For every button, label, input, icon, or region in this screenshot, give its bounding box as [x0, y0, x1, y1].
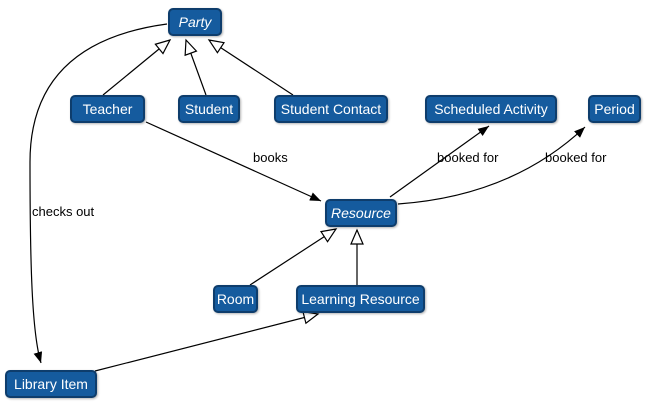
edge-party-checks-out-library-item [29, 23, 168, 364]
node-student: Student [178, 95, 240, 123]
edge-teacher-books-resource [145, 121, 322, 202]
edge-room-resource [249, 228, 338, 286]
node-room: Room [213, 285, 258, 313]
edge-library-item-learning-resource [94, 310, 320, 372]
node-period: Period [588, 95, 641, 123]
node-scheduled-activity: Scheduled Activity [425, 95, 557, 123]
edge-label-booked-for-activity: booked for [437, 150, 499, 165]
node-library-item: Library Item [5, 370, 97, 398]
node-party: Party [168, 8, 222, 36]
node-student-contact: Student Contact [274, 95, 388, 123]
edge-resource-booked-for-scheduled-activity [389, 125, 490, 198]
edge-teacher-party [102, 39, 172, 96]
node-teacher: Teacher [70, 95, 145, 123]
node-learning-resource: Learning Resource [296, 285, 425, 313]
edge-label-checks-out: checks out [32, 204, 95, 219]
node-resource: Resource [325, 199, 397, 227]
edge-student-contact-party [207, 39, 294, 96]
edge-student-party [184, 38, 207, 96]
edge-label-booked-for-period: booked for [545, 150, 607, 165]
edge-label-books: books [253, 150, 288, 165]
edge-resource-booked-for-period [397, 126, 586, 205]
